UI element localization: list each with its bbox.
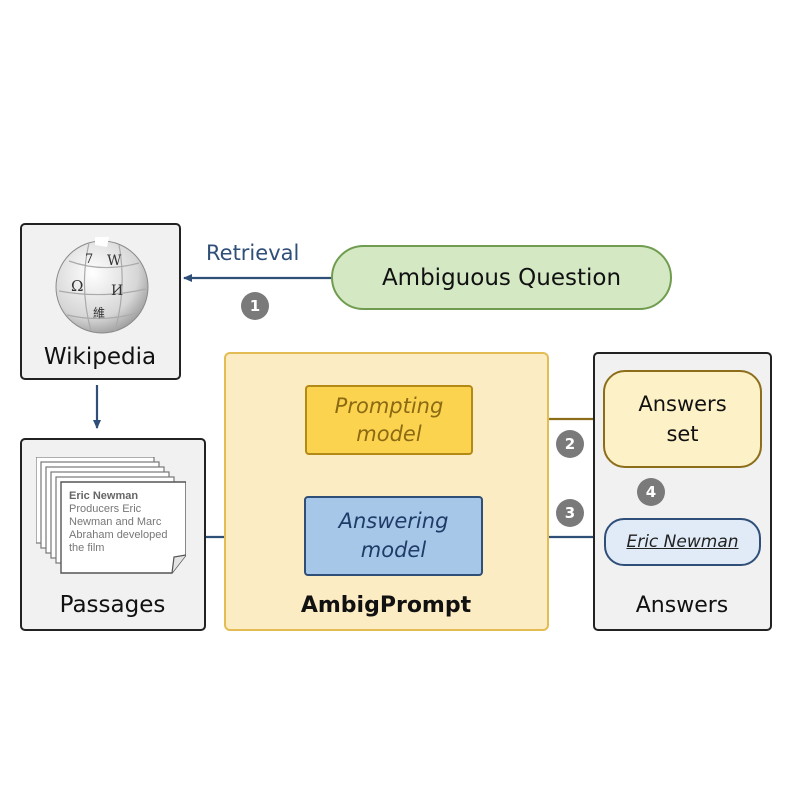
prompting-model-label-line-1: Prompting [334, 394, 444, 418]
answering-model-label-line-1: Answering [338, 509, 449, 533]
step-badge-2: 2 [556, 430, 584, 458]
document-stack-icon [36, 457, 186, 574]
globe-glyph-omega: Ω [71, 277, 83, 295]
answer-item-node: Eric Newman [604, 518, 761, 566]
answers-set-label-line-2: set [666, 422, 699, 446]
answer-item-label: Eric Newman [626, 532, 739, 552]
prompting-model-node: Prompting model [305, 385, 473, 455]
passage-doc-content: Eric Newman Producers Eric Newman and Ma… [69, 490, 187, 555]
passage-doc-line-1: Producers Eric [69, 503, 142, 515]
ambigprompt-title: AmbigPrompt [300, 593, 472, 618]
passage-doc-line-3: Abraham developed [69, 529, 168, 541]
globe-glyph-w: W [107, 253, 122, 269]
answering-model-node: Answering model [304, 496, 483, 576]
passage-doc-line-4: the film [69, 542, 105, 554]
passages-panel: Eric Newman Producers Eric Newman and Ma… [20, 438, 206, 631]
globe-glyph-1: 7 [85, 252, 93, 267]
step-badge-3: 3 [556, 499, 584, 527]
retrieval-label: Retrieval [206, 241, 300, 265]
passages-label: Passages [59, 592, 166, 618]
globe-glyph-cjk: 維 [93, 306, 105, 320]
wikipedia-globe-icon: 7 W Ω И 維 [55, 237, 149, 334]
answers-set-node: Answers set [603, 370, 762, 468]
prompting-model-label-line-2: model [356, 422, 422, 446]
globe-glyph-i: И [111, 283, 123, 299]
ambiguous-question-node: Ambiguous Question [331, 245, 672, 310]
answers-set-label-line-1: Answers [638, 392, 727, 416]
wikipedia-label: Wikipedia [43, 344, 157, 370]
passage-doc-line-2: Newman and Marc [69, 516, 162, 528]
step-badge-1: 1 [241, 292, 269, 320]
answering-model-label-line-2: model [360, 538, 427, 562]
step-badge-4: 4 [637, 478, 665, 506]
passage-doc-title: Eric Newman [69, 490, 139, 502]
ambiguous-question-label: Ambiguous Question [381, 264, 622, 291]
answers-label: Answers [635, 593, 729, 618]
wikipedia-panel: 7 W Ω И 維 Wikipedia [20, 223, 181, 380]
